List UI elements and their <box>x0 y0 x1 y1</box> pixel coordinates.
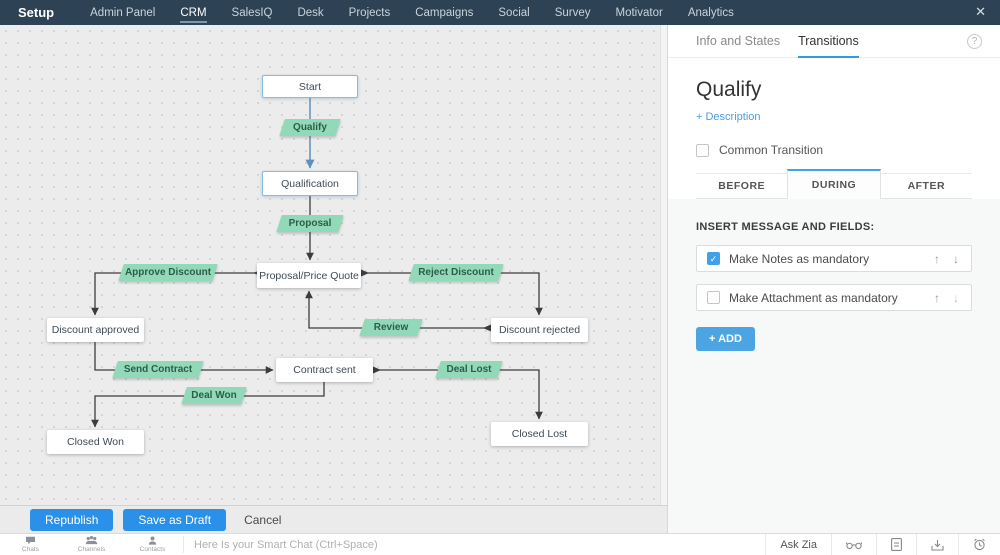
transition-deal-lost[interactable]: Deal Lost <box>438 361 500 378</box>
top-navigation: Admin Panel CRM SalesIQ Desk Projects Ca… <box>90 3 734 23</box>
tab-before[interactable]: BEFORE <box>696 173 788 199</box>
contacts-tab[interactable]: Contacts <box>122 534 183 555</box>
zia-glasses-icon[interactable] <box>831 534 876 555</box>
zia-toolbar: Ask Zia <box>765 534 1000 555</box>
download-tray-icon[interactable] <box>916 534 958 555</box>
chat-bubble-icon <box>26 536 35 545</box>
transition-deal-won[interactable]: Deal Won <box>184 387 244 404</box>
transition-proposal[interactable]: Proposal <box>279 215 341 232</box>
transition-approve-discount[interactable]: Approve Discount <box>121 264 215 281</box>
nav-survey[interactable]: Survey <box>554 6 591 19</box>
state-closed-lost[interactable]: Closed Lost <box>491 422 588 446</box>
contacts-label: Contacts <box>139 546 166 553</box>
cancel-button[interactable]: Cancel <box>244 512 282 527</box>
chat-bar: Chats Channels Contacts Here Is your Sma… <box>0 533 1000 555</box>
blueprint-canvas[interactable]: Start Qualification Proposal/Price Quote… <box>0 25 667 505</box>
tab-after[interactable]: AFTER <box>880 173 972 199</box>
canvas-scrollbar[interactable] <box>660 25 667 505</box>
transition-send-contract[interactable]: Send Contract <box>115 361 201 378</box>
chats-label: Chats <box>22 546 39 553</box>
save-as-draft-button[interactable]: Save as Draft <box>123 508 227 531</box>
field-row-notes: ✓ Make Notes as mandatory ↑ ↓ <box>696 245 972 272</box>
nav-analytics[interactable]: Analytics <box>687 6 734 19</box>
tab-transitions[interactable]: Transitions <box>798 25 859 58</box>
setup-title: Setup <box>18 5 55 20</box>
add-button[interactable]: + ADD <box>696 327 755 351</box>
attachment-mandatory-checkbox[interactable] <box>707 291 720 304</box>
alarm-clock-icon[interactable] <box>958 534 1000 555</box>
channels-tab[interactable]: Channels <box>61 534 122 555</box>
transition-panel: Info and States Transitions ? Qualify + … <box>667 25 1000 538</box>
tab-during[interactable]: DURING <box>787 169 881 199</box>
state-proposal-price-quote[interactable]: Proposal/Price Quote <box>257 263 361 288</box>
field-row-attachment: Make Attachment as mandatory ↑ ↓ <box>696 284 972 311</box>
attachment-mandatory-label: Make Attachment as mandatory <box>729 290 898 305</box>
move-up-icon[interactable]: ↑ <box>934 251 940 266</box>
nav-crm[interactable]: CRM <box>180 3 207 23</box>
phase-tabs: BEFORE DURING AFTER <box>696 169 972 199</box>
nav-campaigns[interactable]: Campaigns <box>415 6 474 19</box>
common-transition-label: Common Transition <box>719 143 824 157</box>
move-down-icon[interactable]: ↓ <box>953 251 959 266</box>
topbar: Setup Admin Panel CRM SalesIQ Desk Proje… <box>0 0 1000 25</box>
state-contract-sent[interactable]: Contract sent <box>276 358 373 382</box>
nav-projects[interactable]: Projects <box>348 6 391 19</box>
state-discount-rejected[interactable]: Discount rejected <box>491 318 588 342</box>
state-start[interactable]: Start <box>262 75 358 98</box>
during-tab-content: INSERT MESSAGE AND FIELDS: ✓ Make Notes … <box>668 199 1000 538</box>
tab-info-and-states[interactable]: Info and States <box>696 33 781 48</box>
state-closed-won[interactable]: Closed Won <box>47 430 144 454</box>
move-up-icon[interactable]: ↑ <box>934 290 940 305</box>
common-transition-checkbox[interactable] <box>696 143 709 157</box>
transition-review[interactable]: Review <box>362 319 420 336</box>
nav-motivator[interactable]: Motivator <box>615 6 663 19</box>
close-icon[interactable]: ✕ <box>975 4 986 19</box>
nav-admin-panel[interactable]: Admin Panel <box>90 6 156 19</box>
transition-summary: Qualify + Description Common Transition … <box>668 58 1000 199</box>
common-transition-row: Common Transition <box>696 143 972 157</box>
republish-button[interactable]: Republish <box>30 508 114 531</box>
channels-label: Channels <box>77 546 106 553</box>
action-bar: Republish Save as Draft Cancel <box>0 505 667 533</box>
move-down-icon[interactable]: ↓ <box>953 290 959 305</box>
notes-mandatory-checkbox[interactable]: ✓ <box>707 252 720 265</box>
nav-salesiq[interactable]: SalesIQ <box>231 6 273 19</box>
transition-title: Qualify <box>696 78 762 101</box>
divider <box>183 536 184 553</box>
chats-tab[interactable]: Chats <box>0 534 61 555</box>
notes-mandatory-label: Make Notes as mandatory <box>729 251 870 266</box>
nav-social[interactable]: Social <box>498 6 530 19</box>
state-discount-approved[interactable]: Discount approved <box>47 318 144 342</box>
document-icon[interactable] <box>876 534 916 555</box>
contact-person-icon <box>148 536 157 545</box>
nav-desk[interactable]: Desk <box>297 6 324 19</box>
help-icon[interactable]: ? <box>967 34 982 49</box>
transition-qualify[interactable]: Qualify <box>282 119 338 136</box>
ask-zia-button[interactable]: Ask Zia <box>765 534 831 555</box>
channels-icon <box>85 536 98 545</box>
smart-chat-input[interactable]: Here Is your Smart Chat (Ctrl+Space) <box>194 538 378 551</box>
panel-tabs: Info and States Transitions ? <box>668 25 1000 58</box>
transition-reject-discount[interactable]: Reject Discount <box>411 264 501 281</box>
state-qualification[interactable]: Qualification <box>262 171 358 196</box>
insert-message-heading: INSERT MESSAGE AND FIELDS: <box>696 221 875 233</box>
add-description-link[interactable]: + Description <box>696 111 761 123</box>
